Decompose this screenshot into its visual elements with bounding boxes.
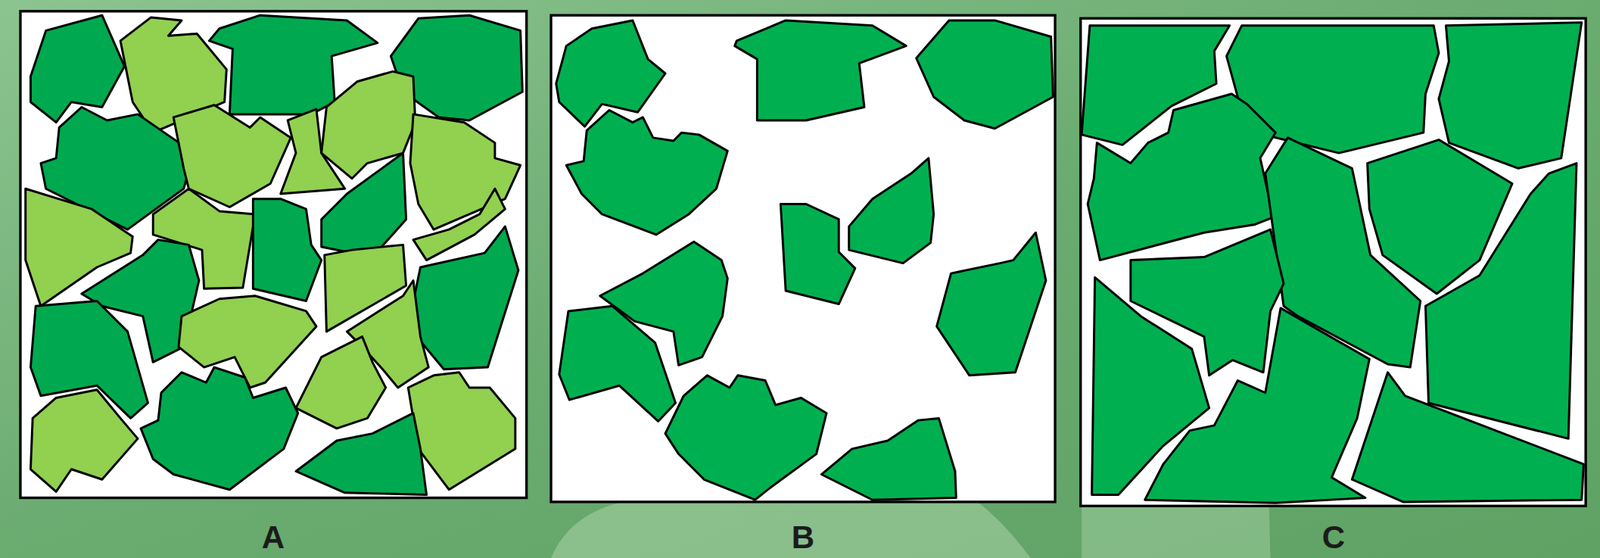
leaf-polygon	[407, 226, 519, 370]
leaf-polygon	[140, 367, 299, 490]
panel-label: C	[1288, 520, 1379, 555]
panel-label: A	[227, 520, 319, 555]
leaf-polygon	[1425, 163, 1577, 439]
leaf-polygon	[821, 417, 956, 500]
leaf-polygon	[566, 110, 728, 235]
leaf-polygon	[1087, 93, 1276, 261]
leaf-polygon	[1438, 22, 1582, 169]
leaf-polygon	[916, 20, 1054, 129]
panel-frame	[20, 11, 527, 499]
leaf-polygon	[780, 203, 855, 304]
leaf-polygon	[252, 199, 321, 302]
panel-label: B	[757, 520, 849, 555]
panel-frame	[1080, 18, 1586, 506]
leaf-polygon	[321, 152, 407, 257]
leaf-polygon	[665, 375, 827, 500]
leaf-polygon	[295, 336, 386, 429]
leaf-polygon	[30, 389, 138, 492]
leaf-polygon	[734, 20, 906, 121]
leaf-polygon	[559, 305, 676, 421]
leaf-polygon	[1145, 308, 1370, 503]
leaf-polygon	[410, 114, 521, 230]
leaf-polygon	[936, 232, 1046, 376]
leaf-polygon	[849, 158, 934, 264]
panel-frame	[550, 15, 1056, 502]
leaf-polygon	[178, 295, 317, 388]
leaf-polygon	[295, 413, 427, 495]
leaf-polygon	[30, 15, 125, 122]
